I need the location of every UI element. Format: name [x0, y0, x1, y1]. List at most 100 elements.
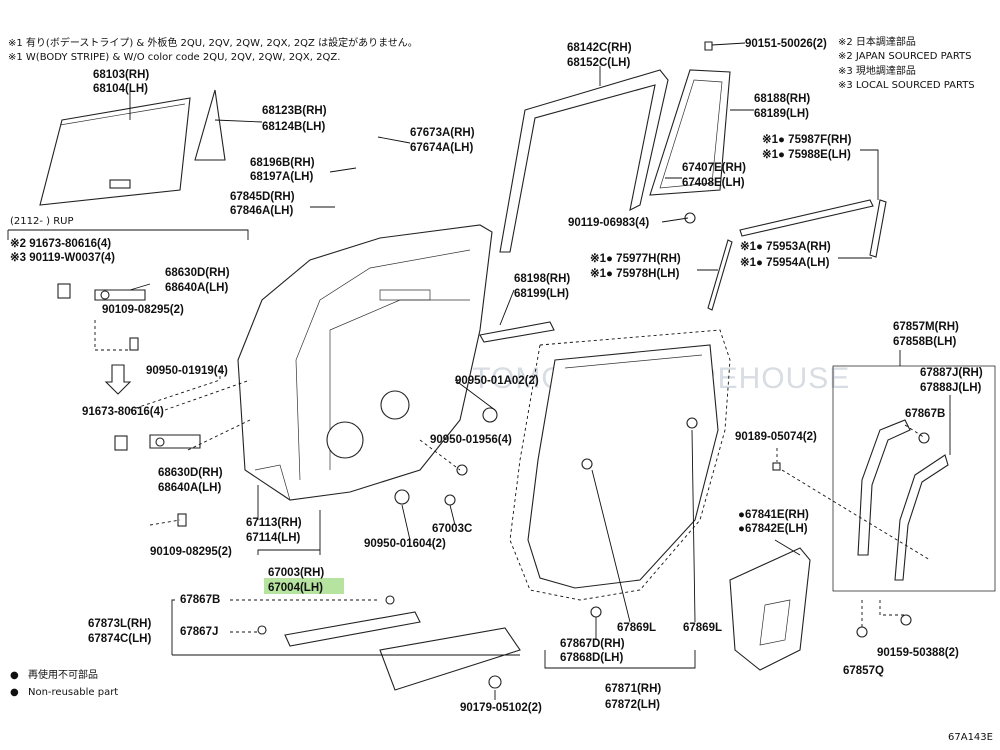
label-90109-a[interactable]: 90109-08295(2)	[102, 304, 184, 316]
weatherstrip-drawing	[509, 329, 731, 601]
label-90950-01604[interactable]: 90950-01604(2)	[364, 538, 446, 550]
note-jp-sourced-en: ※2 JAPAN SOURCED PARTS	[838, 51, 972, 62]
label-67673a[interactable]: 67673A(RH)	[410, 127, 475, 139]
label-67858b[interactable]: 67858B(LH)	[893, 336, 956, 348]
label-67857q[interactable]: 67857Q	[843, 665, 884, 677]
label-67857m[interactable]: 67857M(RH)	[893, 321, 959, 333]
arrow-down-icon	[104, 364, 132, 395]
legend-line-ja: 再使用不可部品	[28, 668, 98, 681]
label-68188[interactable]: 68188(RH)	[754, 93, 810, 105]
legend-bullet-2: ●	[10, 687, 19, 698]
label-90159[interactable]: 90159-50388(2)	[877, 647, 959, 659]
label-68104[interactable]: 68104(LH)	[93, 83, 148, 95]
label-67407e[interactable]: 67407E(RH)	[682, 162, 746, 174]
note-japanese: ※1 有り(ボデーストライプ) & 外板色 2QU, 2QV, 2QW, 2QX…	[8, 36, 418, 49]
label-68630d-b[interactable]: 68630D(RH)	[158, 467, 223, 479]
group-67871	[544, 650, 696, 669]
label-90179[interactable]: 90179-05102(2)	[460, 702, 542, 714]
label-90119-w0037[interactable]: ※3 90119-W0037(4)	[10, 251, 115, 264]
label-68197a[interactable]: 68197A(LH)	[250, 171, 313, 183]
label-67867b-b[interactable]: 67867B	[905, 408, 945, 420]
label-67874c[interactable]: 67874C(LH)	[88, 633, 151, 645]
clip-icon	[444, 494, 456, 506]
label-67114[interactable]: 67114(LH)	[246, 532, 301, 544]
label-68630d-a[interactable]: 68630D(RH)	[165, 267, 230, 279]
label-67887j[interactable]: 67887J(RH)	[920, 367, 983, 379]
label-90189[interactable]: 90189-05074(2)	[735, 431, 817, 443]
label-68640a-b[interactable]: 68640A(LH)	[158, 482, 221, 494]
label-68152c[interactable]: 68152C(LH)	[567, 57, 630, 69]
label-75953a[interactable]: ※1● 75953A(RH)	[740, 240, 831, 253]
label-67004[interactable]: 67004(LH)	[268, 582, 323, 594]
label-90950-01a02[interactable]: 90950-01A02(2)	[455, 375, 539, 387]
label-75954a[interactable]: ※1● 75954A(LH)	[740, 256, 830, 269]
label-67674a[interactable]: 67674A(LH)	[410, 142, 473, 154]
regulator-group-bracket	[7, 229, 249, 240]
label-90109-b[interactable]: 90109-08295(2)	[150, 546, 232, 558]
label-91673-80616-a[interactable]: ※2 91673-80616(4)	[10, 237, 111, 250]
door-panel-drawing	[237, 224, 493, 501]
label-75977h[interactable]: ※1● 75977H(RH)	[590, 252, 681, 265]
window-frame-drawing	[499, 69, 669, 253]
label-67869l-b[interactable]: 67869L	[683, 622, 722, 634]
label-90151[interactable]: 90151-50026(2)	[745, 38, 827, 50]
label-67408e[interactable]: 67408E(LH)	[682, 177, 745, 189]
label-68198[interactable]: 68198(RH)	[514, 273, 570, 285]
label-75988e[interactable]: ※1● 75988E(LH)	[762, 148, 851, 161]
label-67869l-a[interactable]: 67869L	[617, 622, 656, 634]
label-67872[interactable]: 67872(LH)	[605, 699, 660, 711]
diagram-code: 67A143E	[948, 732, 993, 743]
label-67003[interactable]: 67003(RH)	[268, 567, 324, 579]
label-90119-06983[interactable]: 90119-06983(4)	[568, 217, 649, 229]
label-67871[interactable]: 67871(RH)	[605, 683, 661, 695]
arch-moulding-drawing	[857, 419, 949, 581]
plug-drawing	[482, 407, 498, 423]
label-68196b[interactable]: 68196B(RH)	[250, 157, 315, 169]
label-67888j[interactable]: 67888J(LH)	[920, 382, 982, 394]
group-67113	[257, 549, 321, 555]
clip-icon	[456, 464, 468, 476]
label-67003c[interactable]: 67003C	[432, 523, 472, 535]
label-91673-80616-b[interactable]: 91673-80616(4)	[82, 406, 164, 418]
mudguard-drawing	[729, 462, 912, 671]
label-75978h[interactable]: ※1● 75978H(LH)	[590, 267, 680, 280]
door-glass-drawing	[39, 97, 191, 206]
leader-lines	[94, 42, 951, 700]
group-67873	[171, 599, 175, 655]
label-67846a[interactable]: 67846A(LH)	[230, 205, 293, 217]
highlight-67004	[264, 578, 344, 594]
label-67841e[interactable]: ●67841E(RH)	[738, 509, 809, 521]
note-local-sourced-ja: ※3 現地調達部品	[838, 64, 916, 77]
label-68199[interactable]: 68199(LH)	[514, 288, 569, 300]
label-67113[interactable]: 67113(RH)	[246, 517, 302, 529]
quarter-frame-drawing	[649, 41, 731, 224]
label-90950-01956[interactable]: 90950-01956(4)	[430, 434, 512, 446]
clip-icon	[581, 458, 593, 470]
clip-icon	[590, 606, 602, 618]
note-english: ※1 W(BODY STRIPE) & W/O color code 2QU, …	[8, 52, 340, 63]
note-jp-sourced-ja: ※2 日本調達部品	[838, 35, 916, 48]
clip-icon	[686, 417, 698, 429]
legend-line-en: Non-reusable part	[28, 687, 118, 698]
label-67867d[interactable]: 67867D(RH)	[560, 638, 625, 650]
label-68124b[interactable]: 68124B(LH)	[262, 121, 325, 133]
label-68103[interactable]: 68103(RH)	[93, 69, 149, 81]
label-67845d[interactable]: 67845D(RH)	[230, 191, 295, 203]
belt-molding-drawing	[707, 199, 887, 311]
label-68142c[interactable]: 68142C(RH)	[567, 42, 632, 54]
label-68123b[interactable]: 68123B(RH)	[262, 105, 327, 117]
date-range: (2112- ) RUP	[10, 216, 74, 227]
detail-box	[832, 365, 996, 592]
label-67868d[interactable]: 67868D(LH)	[560, 652, 623, 664]
label-75987f[interactable]: ※1● 75987F(RH)	[762, 133, 852, 146]
label-68189[interactable]: 68189(LH)	[754, 108, 809, 120]
lower-moulding-drawing	[257, 595, 521, 691]
bracket-drawing	[479, 321, 555, 343]
label-67867b-a[interactable]: 67867B	[180, 594, 220, 606]
label-90950-01919[interactable]: 90950-01919(4)	[146, 365, 228, 377]
label-67867j[interactable]: 67867J	[180, 626, 218, 638]
label-68640a-a[interactable]: 68640A(LH)	[165, 282, 228, 294]
label-67873l[interactable]: 67873L(RH)	[88, 618, 151, 630]
label-67842e[interactable]: ●67842E(LH)	[738, 523, 808, 535]
